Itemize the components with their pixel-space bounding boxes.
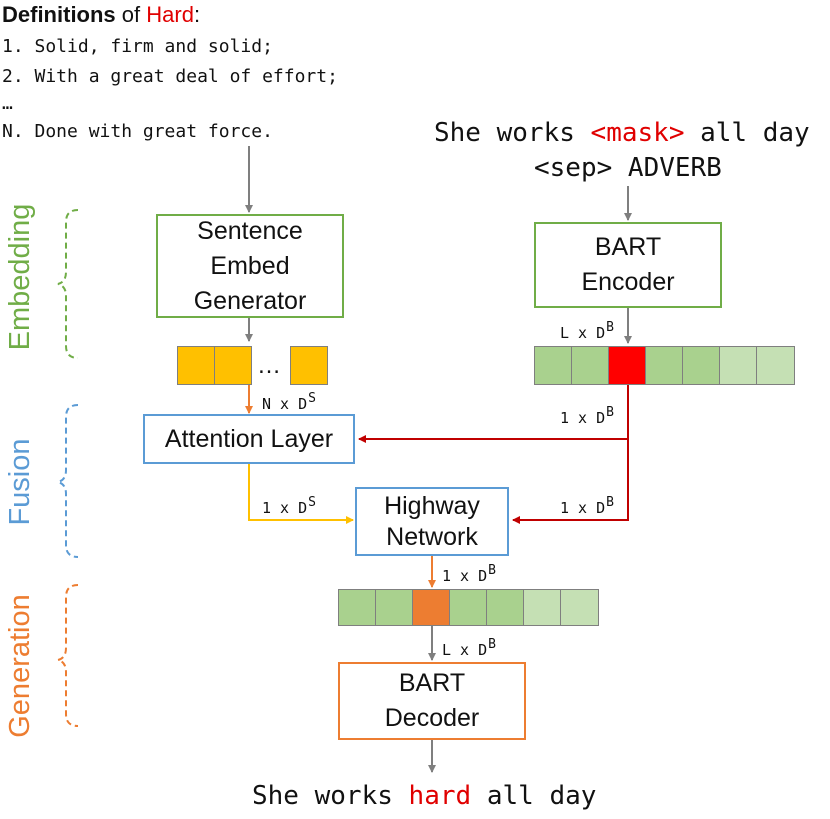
dim-highway-output-sup: B: [488, 563, 496, 578]
dim-mask-to-highway-main: 1 x D: [560, 499, 606, 517]
stage-label-embedding: Embedding: [4, 203, 36, 351]
output-sentence: She works hard all day: [252, 781, 596, 811]
token-cell: [449, 589, 487, 626]
attention-layer-label: Attention Layer: [164, 424, 334, 453]
token-cell: [338, 589, 376, 626]
dim-decoder-input: L x DB: [442, 637, 496, 659]
dim-encoder-output-main: L x D: [560, 324, 606, 342]
sentence-embed-generator-box: Sentence Embed Generator: [156, 214, 344, 318]
encoder-output-sequence: [534, 346, 795, 385]
dim-mask-to-attention: 1 x DB: [560, 405, 614, 427]
dim-attention-output-main: 1 x D: [262, 499, 308, 517]
embedding-brace: [57, 209, 79, 359]
sentence-embedding-cell: [177, 346, 215, 385]
bart-encoder-label: BART Encoder: [581, 233, 675, 296]
input-sentence-before: She works: [434, 118, 591, 148]
definitions-title-mid: of: [115, 2, 147, 27]
token-cell: [375, 589, 413, 626]
definition-line-n: N. Done with great force.: [2, 121, 273, 142]
token-cell: [486, 589, 524, 626]
dim-decoder-input-main: L x D: [442, 641, 488, 659]
sentence-embedding-cell: [214, 346, 252, 385]
definitions-title-word: Hard: [146, 2, 194, 27]
dim-encoder-output-sup: B: [606, 320, 614, 335]
token-cell: [523, 589, 561, 626]
bart-encoder-box: BART Encoder: [534, 222, 722, 308]
dim-highway-output-main: 1 x D: [442, 567, 488, 585]
arrow-attention-to-highway: [248, 463, 354, 524]
definitions-title: Definitions of Hard:: [2, 2, 200, 28]
dim-attention-output-sup: S: [308, 495, 316, 510]
fused-mask-token-cell: [412, 589, 450, 626]
fusion-brace: [57, 404, 79, 558]
attention-layer-box: Attention Layer: [143, 414, 355, 464]
sentence-embed-generator-label: Sentence Embed Generator: [193, 216, 307, 315]
token-cell: [756, 346, 795, 385]
dim-sentence-output-sup: S: [308, 391, 316, 406]
dim-highway-output: 1 x DB: [442, 563, 496, 585]
dim-mask-to-attention-sup: B: [606, 405, 614, 420]
fused-sequence: [338, 589, 599, 626]
mask-token-cell: [608, 346, 646, 385]
sentence-embedding-ellipsis: …: [257, 352, 281, 379]
definition-line-2: 2. With a great deal of effort;: [2, 66, 338, 87]
output-sentence-after: all day: [471, 781, 597, 811]
dim-mask-to-highway-sup: B: [606, 495, 614, 510]
token-cell: [571, 346, 609, 385]
definitions-title-bold: Definitions: [2, 2, 116, 27]
dim-encoder-output: L x DB: [560, 320, 614, 342]
arrow-mask-to-highway: [512, 439, 629, 524]
token-cell: [560, 589, 599, 626]
dim-mask-to-highway: 1 x DB: [560, 495, 614, 517]
token-cell: [645, 346, 683, 385]
sentence-embedding-cell: [290, 346, 328, 385]
generation-brace: [57, 584, 79, 727]
definition-line-1: 1. Solid, firm and solid;: [2, 36, 273, 57]
stage-label-generation: Generation: [4, 594, 36, 738]
bart-decoder-box: BART Decoder: [338, 662, 526, 740]
stage-label-fusion: Fusion: [4, 438, 36, 526]
dim-decoder-input-sup: B: [488, 637, 496, 652]
input-sentence-line2: <sep> ADVERB: [534, 153, 722, 183]
token-cell: [534, 346, 572, 385]
dim-sentence-output: N x DS: [262, 391, 316, 413]
dim-attention-output: 1 x DS: [262, 495, 316, 517]
sentence-embeddings: …: [177, 346, 328, 385]
highway-network-box: Highway Network: [355, 487, 509, 556]
output-predicted-word: hard: [408, 781, 472, 811]
dim-sentence-output-main: N x D: [262, 395, 308, 413]
input-sentence-after: all day: [684, 118, 810, 148]
token-cell: [719, 346, 757, 385]
input-sentence: She works <mask> all day: [434, 118, 810, 148]
definition-line-ellipsis: …: [2, 93, 13, 114]
input-mask-token: <mask>: [590, 118, 685, 148]
highway-network-label: Highway Network: [384, 491, 480, 551]
definitions-title-end: :: [193, 2, 201, 27]
output-sentence-before: She works: [252, 781, 409, 811]
dim-mask-to-attention-main: 1 x D: [560, 409, 606, 427]
token-cell: [682, 346, 720, 385]
bart-decoder-label: BART Decoder: [384, 669, 480, 732]
